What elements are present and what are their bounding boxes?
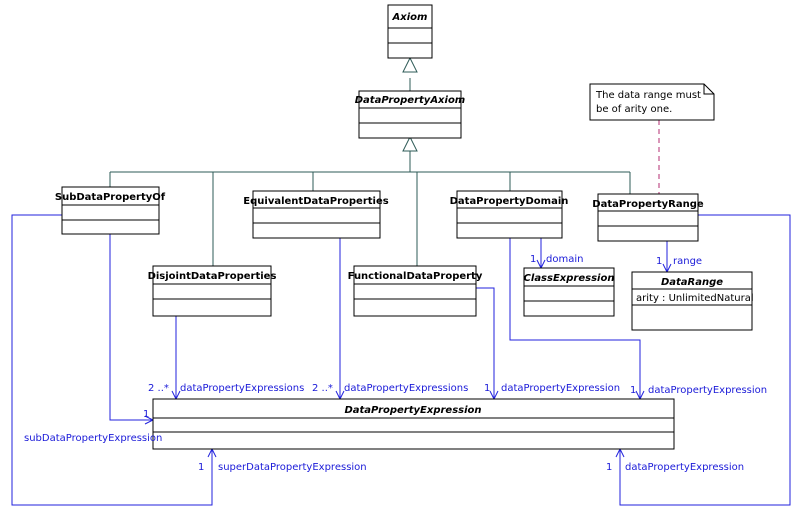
association-labels: 1 domain 1 range 2 ..* dataPropertyExpre… (24, 254, 767, 473)
functional-role-label: dataPropertyExpression (501, 383, 620, 394)
note-line-1: The data range must (595, 90, 701, 101)
class-name: FunctionalDataProperty (348, 271, 483, 282)
class-disjoint-data-properties[interactable]: DisjointDataProperties (148, 265, 277, 317)
class-data-range[interactable]: DataRange arity : UnlimitedNatural (631, 271, 754, 331)
class-data-property-axiom[interactable]: DataPropertyAxiom (355, 90, 465, 139)
class-data-property-expression[interactable]: DataPropertyExpression (152, 398, 675, 450)
disjoint-multiplicity: 2 ..* (148, 383, 169, 394)
class-name: DataPropertyRange (592, 199, 704, 210)
generalization-edges (109, 56, 631, 266)
sub-role-label: subDataPropertyExpression (24, 433, 162, 444)
domain-multiplicity: 1 (530, 254, 536, 265)
super-role-label: superDataPropertyExpression (218, 462, 367, 473)
class-name: EquivalentDataProperties (243, 196, 388, 207)
generalization-arrowhead (402, 56, 418, 73)
class-data-property-range[interactable]: DataPropertyRange (592, 193, 704, 242)
class-data-property-domain[interactable]: DataPropertyDomain (450, 190, 569, 239)
domain-dpe-role-label: dataPropertyExpression (648, 385, 767, 396)
class-name: ClassExpression (524, 273, 615, 284)
sub-multiplicity: 1 (143, 409, 149, 420)
domain-dpe-multiplicity: 1 (630, 385, 636, 396)
generalization-arrowhead (402, 135, 418, 152)
class-name: SubDataPropertyOf (55, 192, 166, 203)
class-sub-data-property-of[interactable]: SubDataPropertyOf (55, 186, 166, 235)
class-axiom[interactable]: Axiom (387, 4, 433, 59)
association-edges (11, 214, 791, 506)
class-name: DataPropertyExpression (344, 405, 481, 416)
super-multiplicity: 1 (198, 462, 204, 473)
domain-role-label: domain (546, 254, 583, 265)
range-role-label: range (673, 256, 702, 267)
disjoint-role-label: dataPropertyExpressions (180, 383, 304, 394)
equivalent-role-label: dataPropertyExpressions (344, 383, 468, 394)
class-name: DataRange (661, 277, 723, 288)
constraint-note[interactable]: The data range must be of arity one. (589, 83, 715, 121)
class-name: DataPropertyAxiom (355, 95, 465, 106)
class-functional-data-property[interactable]: FunctionalDataProperty (348, 265, 483, 317)
class-name: Axiom (392, 12, 428, 23)
class-name: DataPropertyDomain (450, 196, 569, 207)
class-attribute: arity : UnlimitedNatural (636, 293, 754, 304)
functional-multiplicity: 1 (484, 383, 490, 394)
range-multiplicity: 1 (656, 256, 662, 267)
class-class-expression[interactable]: ClassExpression (523, 267, 615, 317)
equivalent-multiplicity: 2 ..* (312, 383, 333, 394)
note-line-2: be of arity one. (596, 104, 672, 115)
range-dpe-role-label: dataPropertyExpression (625, 462, 744, 473)
range-dpe-multiplicity: 1 (606, 462, 612, 473)
class-name: DisjointDataProperties (148, 271, 277, 282)
class-equivalent-data-properties[interactable]: EquivalentDataProperties (243, 190, 389, 239)
